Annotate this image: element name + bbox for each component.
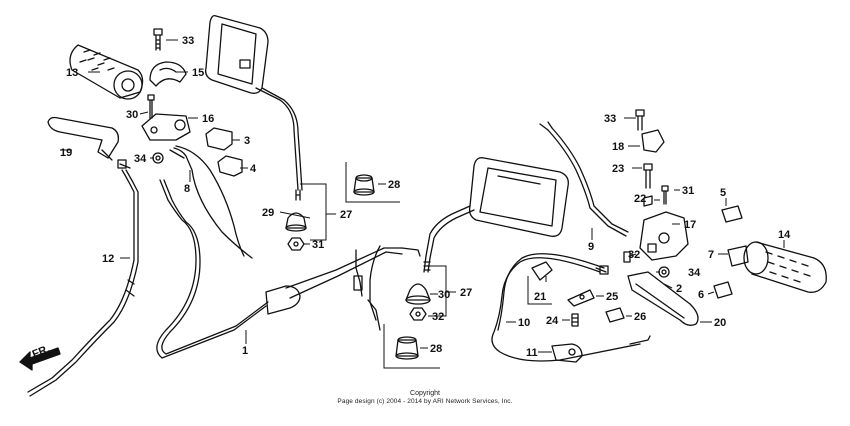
callout-27-right: 27 bbox=[460, 287, 472, 299]
screw-30-left-part bbox=[147, 94, 155, 119]
callout-26: 26 bbox=[634, 311, 646, 323]
callout-23: 23 bbox=[612, 163, 624, 175]
spring-24-part bbox=[571, 313, 579, 327]
cable-10-part bbox=[491, 253, 651, 362]
callout-24: 24 bbox=[546, 315, 559, 327]
callout-25: 25 bbox=[606, 291, 618, 303]
callout-34-left: 34 bbox=[134, 153, 147, 165]
callout-13: 13 bbox=[66, 67, 78, 79]
switch-22-part bbox=[643, 195, 653, 207]
rubber-cap-28-top-part bbox=[353, 174, 375, 196]
callout-29-left: 29 bbox=[262, 207, 274, 219]
callout-31: 32 bbox=[628, 249, 640, 261]
callout-15: 15 bbox=[192, 67, 204, 79]
callout-labels: 13 15 33 30 16 3 4 19 34 8 12 1 29 31 27… bbox=[31, 35, 791, 361]
callout-28-top: 28 bbox=[388, 179, 400, 191]
left-lever-part bbox=[47, 116, 120, 161]
callout-33-left: 33 bbox=[182, 35, 194, 47]
bracket-18-part bbox=[641, 129, 665, 153]
throttle-cable-1-part bbox=[156, 179, 421, 359]
callout-7: 7 bbox=[708, 249, 714, 261]
callout-33-right: 33 bbox=[604, 113, 616, 125]
callout-32-right: 32 bbox=[432, 311, 444, 323]
callout-17: 17 bbox=[684, 219, 696, 231]
copyright-line: Page design (c) 2004 - 2014 by ARI Netwo… bbox=[337, 398, 513, 405]
callout-4: 4 bbox=[250, 163, 257, 175]
throttle-cover-part bbox=[149, 61, 187, 87]
callout-29-right: 30 bbox=[438, 289, 450, 301]
callout-16: 16 bbox=[202, 113, 214, 125]
clutch-cable-12-part bbox=[27, 159, 139, 397]
callout-8: 8 bbox=[184, 183, 190, 195]
switch-4-part bbox=[217, 155, 243, 177]
clamp-11-part bbox=[551, 343, 583, 363]
front-arrow-icon bbox=[19, 347, 61, 371]
right-lever-part bbox=[627, 271, 699, 326]
callout-30-left: 30 bbox=[126, 109, 138, 121]
bracket-21-part bbox=[531, 261, 553, 281]
switch-7-part bbox=[727, 245, 749, 267]
right-switch-housing-part bbox=[639, 211, 689, 261]
right-grip-part bbox=[743, 241, 827, 293]
callout-12: 12 bbox=[102, 253, 114, 265]
callout-14: 14 bbox=[778, 229, 791, 241]
callout-22: 22 bbox=[634, 193, 646, 205]
screw-30-right-part bbox=[661, 185, 669, 205]
left-grip-part bbox=[69, 44, 144, 100]
brake-cable-9-part bbox=[539, 121, 629, 237]
callout-28-bottom: 28 bbox=[430, 343, 442, 355]
callout-11: 11 bbox=[526, 347, 538, 359]
callout-34-right: 34 bbox=[688, 267, 701, 279]
callout-6: 6 bbox=[698, 289, 704, 301]
right-mirror-part bbox=[423, 157, 569, 273]
copyright-title: Copyright bbox=[410, 390, 440, 397]
switch-3-part bbox=[205, 127, 233, 151]
bolt-33-right-part bbox=[635, 109, 645, 131]
leader-lines bbox=[60, 39, 785, 369]
nut-34-left-part bbox=[152, 152, 164, 164]
rubber-cap-28-bottom-part bbox=[395, 336, 419, 360]
callout-27-left: 27 bbox=[340, 209, 352, 221]
switch-5-part bbox=[721, 205, 743, 223]
screw-23-part bbox=[643, 163, 653, 189]
callout-10: 10 bbox=[518, 317, 530, 329]
nut-34-right-part bbox=[658, 266, 670, 278]
mirror-nut-32-right-part bbox=[409, 307, 427, 321]
switch-6-part bbox=[713, 281, 733, 299]
callout-18: 18 bbox=[612, 141, 624, 153]
callout-9: 9 bbox=[588, 241, 594, 253]
callout-3: 3 bbox=[244, 135, 250, 147]
callout-20: 20 bbox=[714, 317, 726, 329]
mirror-nut-29-right-part bbox=[405, 283, 431, 305]
left-mirror-part bbox=[204, 14, 303, 201]
mirror-nut-29-left-part bbox=[285, 212, 307, 232]
callout-1: 1 bbox=[242, 345, 248, 357]
bracket-25-part bbox=[567, 289, 595, 307]
mirror-nut-32-left-part bbox=[287, 237, 305, 251]
callout-30-right: 31 bbox=[682, 185, 694, 197]
callout-5: 5 bbox=[720, 187, 726, 199]
screw-31-part bbox=[623, 251, 631, 263]
callout-32-left: 31 bbox=[312, 239, 324, 251]
callout-19: 19 bbox=[60, 147, 72, 159]
switch-harness-8-part bbox=[169, 145, 253, 259]
callout-2: 2 bbox=[676, 283, 682, 295]
callout-21: 21 bbox=[534, 291, 546, 303]
bolt-33-left-part bbox=[153, 28, 163, 51]
left-switch-housing-part bbox=[141, 113, 191, 141]
block-26-part bbox=[605, 307, 625, 323]
